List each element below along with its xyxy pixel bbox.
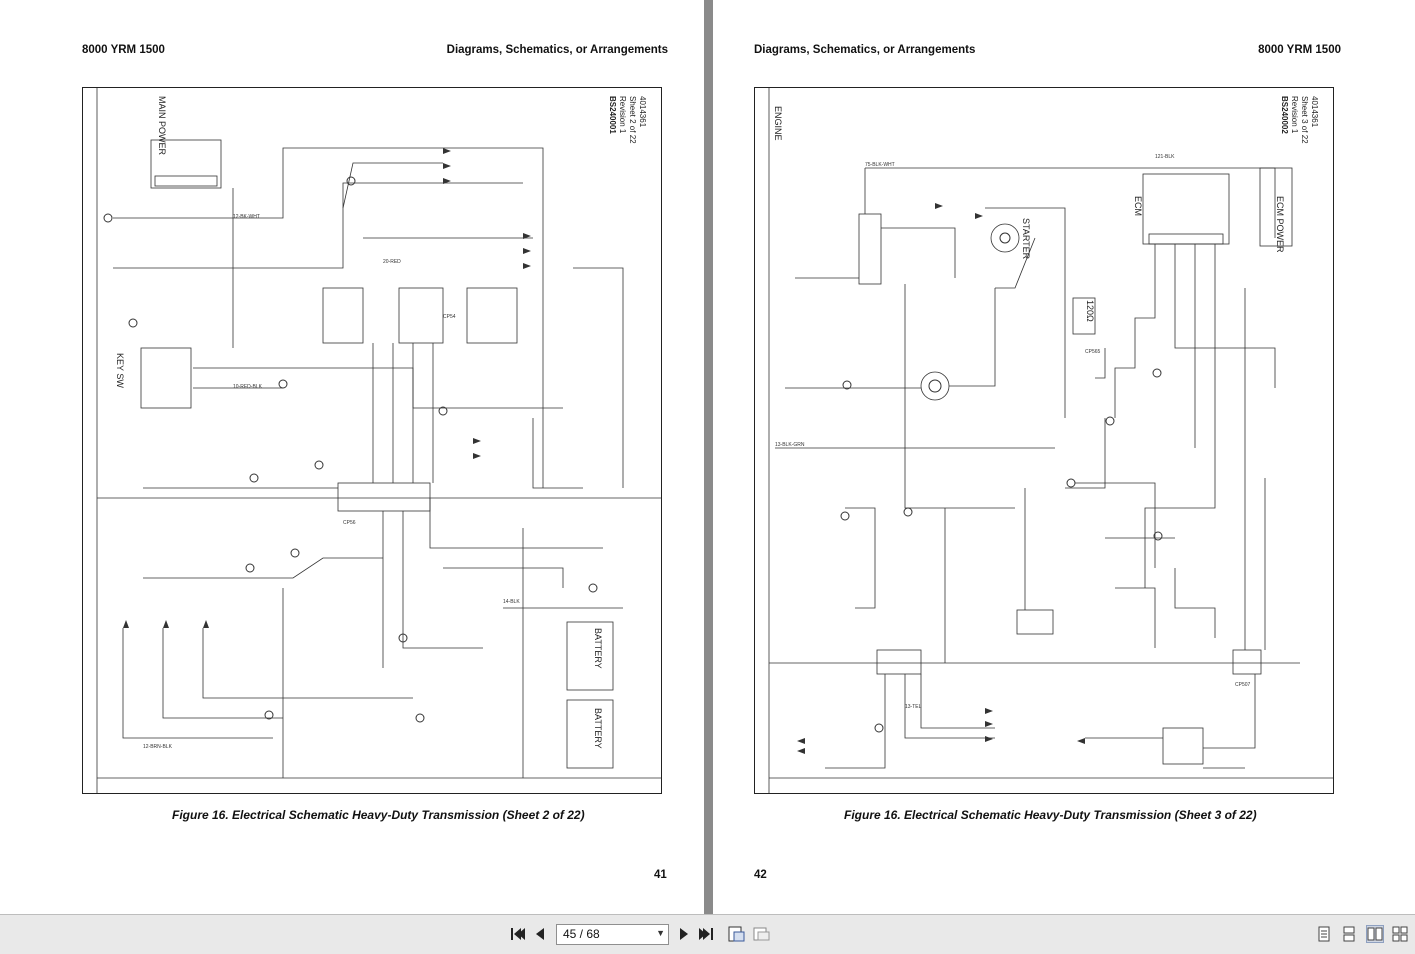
svg-text:10-RED-BLK: 10-RED-BLK <box>233 384 263 390</box>
svg-text:121-BLK: 121-BLK <box>1155 154 1175 160</box>
svg-text:CP565: CP565 <box>1085 349 1101 355</box>
first-page-icon[interactable] <box>507 924 527 944</box>
right-header-model: 8000 YRM 1500 <box>1258 44 1341 56</box>
right-figure-caption: Figure 16. Electrical Schematic Heavy-Du… <box>844 808 1257 822</box>
left-drawing-number: 4014361 <box>638 96 647 128</box>
svg-text:12-BRN-BLK: 12-BRN-BLK <box>143 744 173 750</box>
right-ecm-power-label: ECM POWER <box>1275 196 1285 253</box>
svg-text:75-BLK-WHT: 75-BLK-WHT <box>865 162 895 168</box>
left-sheet-code: BS240001 <box>608 96 617 134</box>
left-battery-negative-label: BATTERY <box>593 708 603 749</box>
right-sheet-number: Sheet 3 of 22 <box>1300 96 1309 144</box>
left-revision: Revision 1 <box>618 96 627 134</box>
right-engine-label: ENGINE <box>773 106 783 141</box>
left-header-section: Diagrams, Schematics, or Arrangements <box>446 44 668 56</box>
right-page-number: 42 <box>754 869 767 881</box>
right-ecm-label: ECM <box>1133 196 1143 216</box>
left-page: 8000 YRM 1500 Diagrams, Schematics, or A… <box>0 0 704 914</box>
left-sheet-number: Sheet 2 of 22 <box>628 96 637 144</box>
right-schematic-drawing: 75-BLK-WHT 121-BLK CP565 13-BLK-GRN CP50… <box>768 88 1333 793</box>
left-schematic-frame: 12-BK-WHT 20-RED CP54 CP56 10-RED-BLK 14… <box>82 87 662 794</box>
svg-text:14-BLK: 14-BLK <box>503 599 520 605</box>
single-page-view-icon[interactable] <box>1316 926 1332 942</box>
left-page-number: 41 <box>654 869 667 881</box>
svg-text:20-RED: 20-RED <box>383 259 401 265</box>
left-schematic-drawing: 12-BK-WHT 20-RED CP54 CP56 10-RED-BLK 14… <box>96 88 661 793</box>
chevron-down-icon: ▼ <box>656 928 665 938</box>
svg-text:CP56: CP56 <box>343 520 356 526</box>
left-figure-caption: Figure 16. Electrical Schematic Heavy-Du… <box>172 808 585 822</box>
right-starter-label: STARTER <box>1021 218 1031 260</box>
left-main-power-label: MAIN POWER <box>157 96 167 156</box>
svg-text:CP507: CP507 <box>1235 682 1251 688</box>
right-drawing-number: 4014361 <box>1310 96 1319 128</box>
next-page-icon[interactable] <box>674 924 694 944</box>
page-indicator-text: 45 / 68 <box>563 927 600 941</box>
svg-text:13-TEL: 13-TEL <box>905 704 922 710</box>
last-page-icon[interactable] <box>697 924 717 944</box>
right-schematic-frame: 75-BLK-WHT 121-BLK CP565 13-BLK-GRN CP50… <box>754 87 1334 794</box>
right-revision: Revision 1 <box>1290 96 1299 134</box>
right-sheet-info: 4014361 Sheet 3 of 22 Revision 1 BS24000… <box>1280 96 1319 156</box>
left-battery-positive-label: BATTERY <box>593 628 603 669</box>
right-sheet-code: BS240002 <box>1280 96 1289 134</box>
prev-page-icon[interactable] <box>530 924 550 944</box>
fit-width-icon[interactable] <box>751 924 771 944</box>
navigation-toolbar: 45 / 68 ▼ <box>0 914 1415 954</box>
right-header-section: Diagrams, Schematics, or Arrangements <box>754 44 976 56</box>
two-page-continuous-view-icon[interactable] <box>1392 926 1408 942</box>
fit-page-icon[interactable] <box>726 924 746 944</box>
right-resistor-label: 120Ω <box>1085 300 1095 322</box>
svg-text:12-BK-WHT: 12-BK-WHT <box>233 214 260 220</box>
continuous-view-icon[interactable] <box>1341 926 1357 942</box>
page-divider <box>704 0 713 914</box>
two-page-view-icon[interactable] <box>1366 925 1384 943</box>
svg-text:13-BLK-GRN: 13-BLK-GRN <box>775 442 805 448</box>
svg-text:CP54: CP54 <box>443 314 456 320</box>
page-number-select[interactable]: 45 / 68 ▼ <box>556 924 669 945</box>
right-page: Diagrams, Schematics, or Arrangements 80… <box>713 0 1415 914</box>
left-header-model: 8000 YRM 1500 <box>82 44 165 56</box>
left-sheet-info: 4014361 Sheet 2 of 22 Revision 1 BS24000… <box>608 96 647 156</box>
left-key-switch-label: KEY SW <box>115 353 125 388</box>
